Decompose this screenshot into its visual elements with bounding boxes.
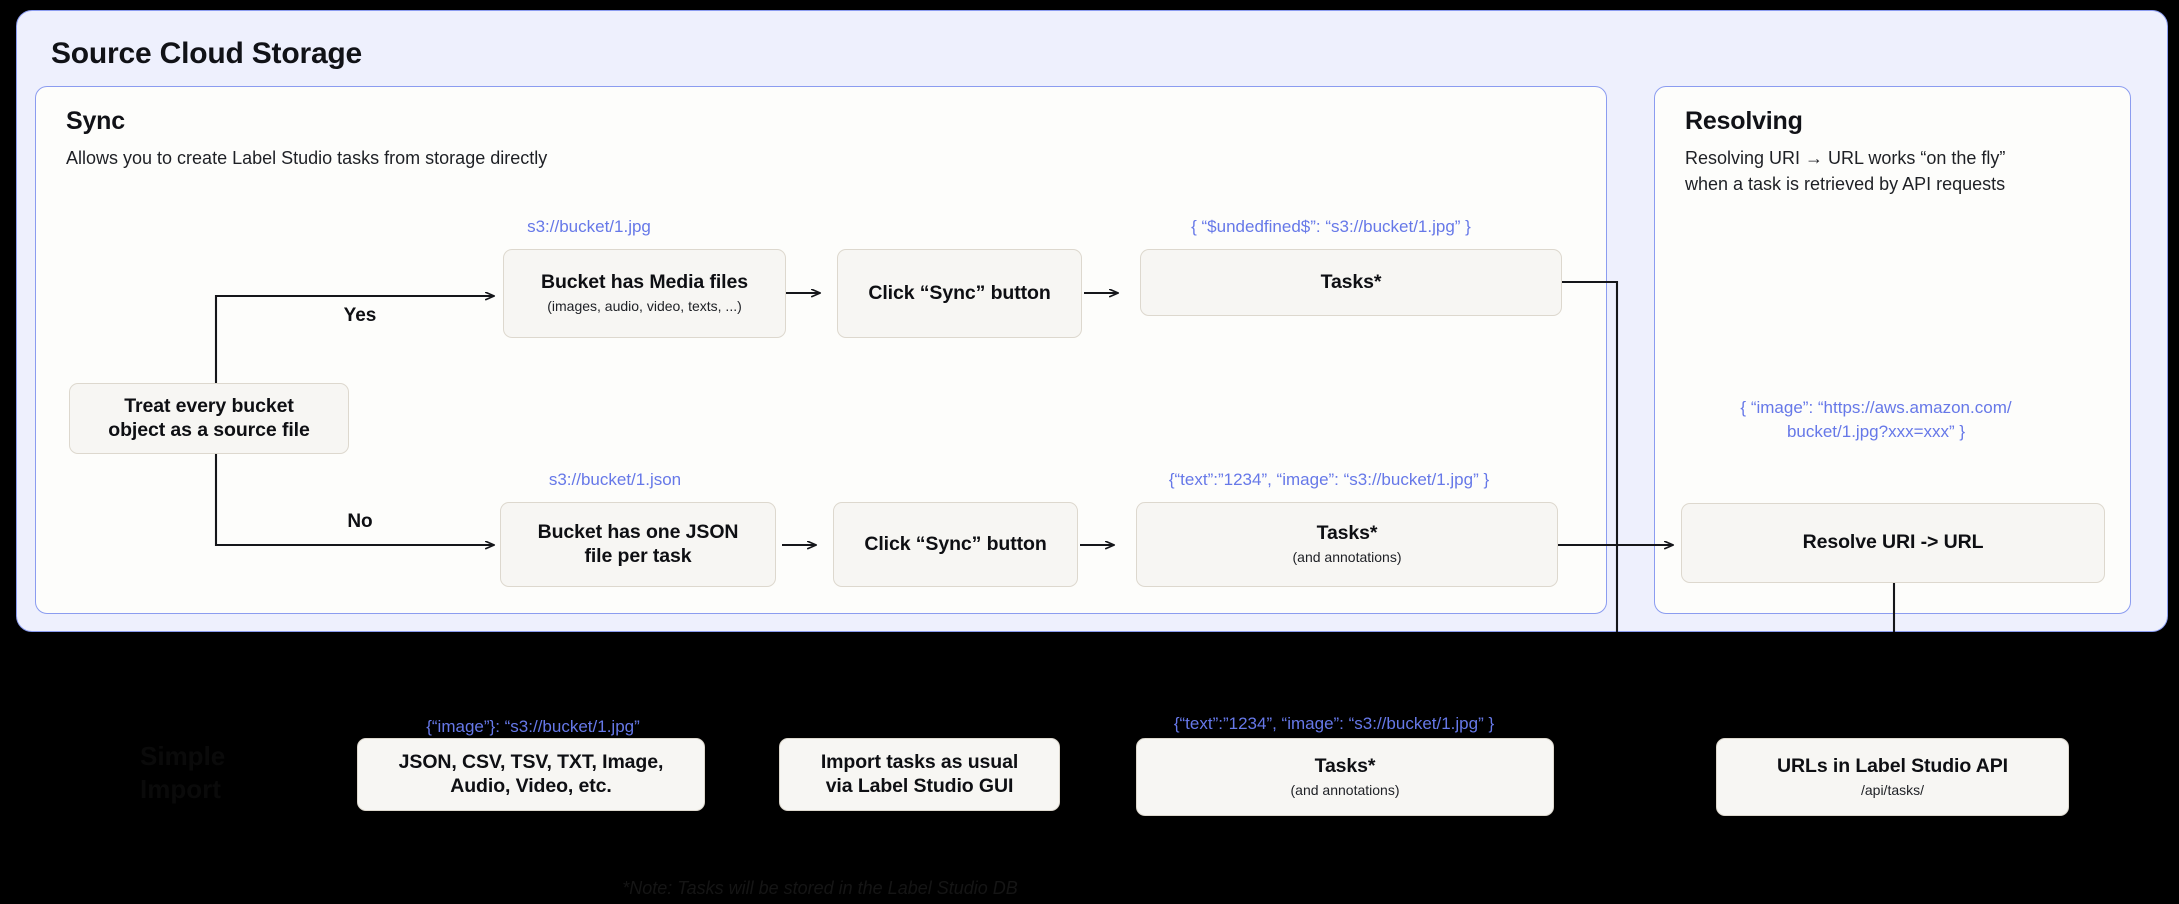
box-media-title: Bucket has Media files [541, 271, 748, 294]
decision-box-label: Treat every bucket object as a source fi… [108, 394, 310, 441]
page-title: Source Cloud Storage [51, 37, 363, 70]
json-label-text-image: {“text”:”1234”, “image”: “s3://bucket/1.… [1168, 470, 1490, 489]
json-label-undefined: { “$undedfined$”: “s3://bucket/1.jpg” } [1191, 217, 1471, 236]
box-bucket-has-one-json: Bucket has one JSON file per task [500, 502, 776, 587]
box-media-subtitle: (images, audio, video, texts, ...) [547, 298, 742, 315]
box-import-tasks-gui: Import tasks as usual via Label Studio G… [779, 738, 1060, 811]
bottom-tasks-json-label: {“text”:”1234”, “image”: “s3://bucket/1.… [1173, 714, 1495, 733]
box-click-sync-top-label: Click “Sync” button [868, 281, 1051, 304]
bottom-image-json-label: {“image”}: “s3://bucket/1.jpg” [426, 717, 640, 736]
uri-label-jpg: s3://bucket/1.jpg [527, 217, 651, 236]
decision-box-treat-bucket-object: Treat every bucket object as a source fi… [69, 383, 349, 454]
resolved-url-label: { “image”: “https://aws.amazon.com/ buck… [1740, 398, 2012, 441]
box-tasks-bottom-title: Tasks* [1316, 522, 1378, 545]
box-resolve-uri-to-url: Resolve URI -> URL [1681, 503, 2105, 583]
box-api-subtitle: /api/tasks/ [1860, 781, 1925, 798]
box-click-sync-button-top[interactable]: Click “Sync” button [837, 249, 1082, 338]
box-supported-formats: JSON, CSV, TSV, TXT, Image, Audio, Video… [357, 738, 705, 811]
box-tasks-top-label: Tasks* [1320, 270, 1382, 293]
uri-label-json: s3://bucket/1.json [548, 470, 682, 489]
box-bottom-tasks: Tasks* (and annotations) [1136, 738, 1554, 816]
box-bottom-tasks-title: Tasks* [1314, 754, 1376, 777]
simple-import-heading: Simple Import [140, 741, 226, 804]
edge-label-no: No [347, 511, 373, 532]
box-tasks-bottom: Tasks* (and annotations) [1136, 502, 1558, 587]
box-formats-label: JSON, CSV, TSV, TXT, Image, Audio, Video… [398, 750, 664, 797]
sync-panel-title: Sync [66, 107, 125, 135]
box-click-sync-button-bottom[interactable]: Click “Sync” button [833, 502, 1078, 587]
box-bottom-tasks-subtitle: (and annotations) [1290, 781, 1400, 798]
box-click-sync-bottom-label: Click “Sync” button [864, 532, 1047, 555]
sync-panel-subtitle: Allows you to create Label Studio tasks … [66, 148, 548, 168]
box-urls-in-label-studio-api: URLs in Label Studio API /api/tasks/ [1716, 738, 2069, 816]
box-tasks-top: Tasks* [1140, 249, 1562, 316]
box-resolve-label: Resolve URI -> URL [1802, 531, 1984, 554]
box-api-title: URLs in Label Studio API [1777, 754, 2008, 777]
resolving-panel-title: Resolving [1685, 107, 1803, 135]
box-bucket-has-media-files: Bucket has Media files (images, audio, v… [503, 249, 786, 338]
box-import-label: Import tasks as usual via Label Studio G… [820, 750, 1019, 797]
resolving-panel-subtitle: Resolving URI → URL works “on the fly” w… [1685, 148, 2006, 195]
box-tasks-bottom-subtitle: (and annotations) [1292, 549, 1402, 566]
edge-label-yes: Yes [343, 305, 377, 326]
box-json-title: Bucket has one JSON file per task [537, 520, 739, 567]
footnote: *Note: Tasks will be stored in the Label… [622, 878, 1018, 898]
